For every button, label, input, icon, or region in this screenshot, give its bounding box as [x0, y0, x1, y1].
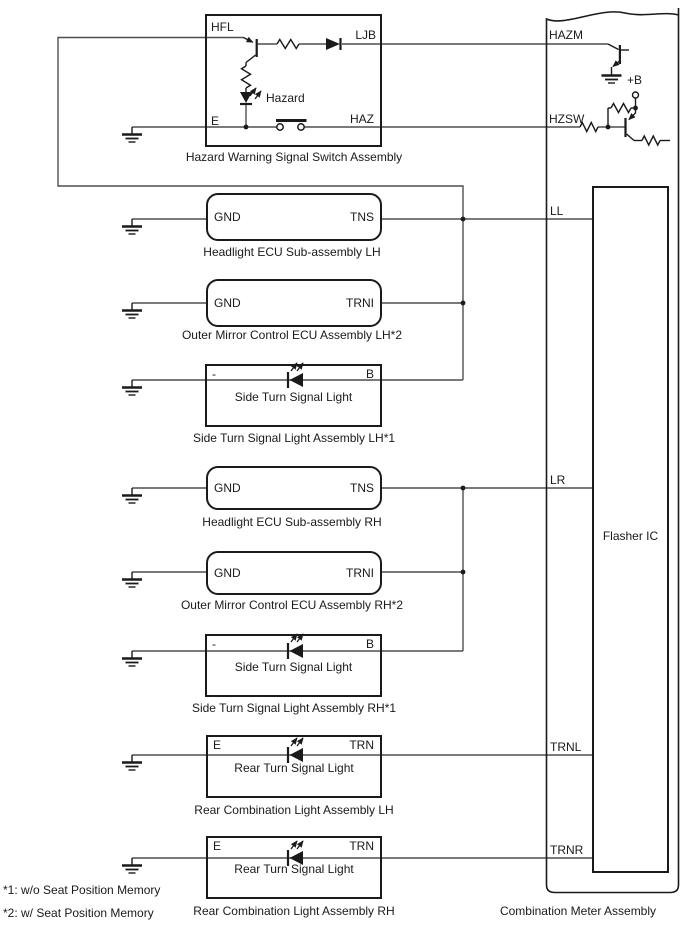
side-turn-rh-caption: Side Turn Signal Light Assembly RH*1 [191, 701, 397, 715]
mirror-ecu-lh-caption: Outer Mirror Control ECU Assembly LH*2 [181, 328, 403, 342]
pin-gnd: GND [214, 566, 241, 580]
pin-trn: TRN [349, 839, 374, 853]
hazm-transistor-icon [607, 43, 629, 68]
headlight-ecu-rh-caption: Headlight ECU Sub-assembly RH [202, 515, 382, 529]
side-turn-rh-box: - B Side Turn Signal Light [205, 634, 382, 697]
flasher-ic-box: Flasher IC [592, 186, 669, 873]
side-turn-lh-box: - B Side Turn Signal Light [205, 364, 382, 427]
rear-light-rh-box: E TRN Rear Turn Signal Light [206, 836, 382, 899]
ground-icon [120, 486, 144, 505]
headlight-ecu-rh-box: GND TNS [206, 466, 382, 510]
ground-icon [600, 66, 623, 85]
pin-hzsw: HZSW [549, 112, 585, 126]
pin-minus: - [212, 637, 216, 651]
pin-e: E [213, 839, 222, 853]
diode-icon [326, 38, 342, 50]
pin-trni: TRNI [346, 566, 374, 580]
ground-icon [120, 570, 144, 589]
combination-meter-outline [545, 11, 680, 894]
pin-trnl: TRNL [550, 740, 582, 754]
hazard-switch-box: HFL LJB E HAZ [205, 14, 382, 147]
side-turn-inner-label: Side Turn Signal Light [234, 390, 353, 404]
hazard-switch-icon [276, 119, 307, 131]
pin-minus: - [212, 367, 216, 381]
hazard-transistor-icon [243, 36, 258, 66]
resistor-icon [610, 102, 632, 114]
pin-ljb: LJB [355, 28, 376, 42]
resistor-icon [579, 120, 599, 134]
side-turn-inner-label: Side Turn Signal Light [234, 660, 353, 674]
rear-light-lh-box: E TRN Rear Turn Signal Light [206, 735, 382, 798]
pin-tns: TNS [350, 210, 374, 224]
resistor-icon [240, 65, 252, 89]
hazard-led-label: Hazard [266, 91, 305, 105]
ground-icon [120, 217, 144, 236]
mirror-ecu-lh-box: GND TRNI [206, 279, 382, 327]
pin-lr: LR [550, 473, 566, 487]
rear-light-rh-caption: Rear Combination Light Assembly RH [193, 904, 395, 918]
pin-hfl: HFL [211, 20, 234, 34]
pin-trni: TRNI [346, 296, 374, 310]
hzsw-transistor-icon [607, 91, 670, 142]
rear-turn-inner-label: Rear Turn Signal Light [234, 761, 354, 775]
resistor-icon [276, 38, 300, 50]
ground-icon [120, 378, 144, 397]
hazard-switch-caption: Hazard Warning Signal Switch Assembly [185, 150, 403, 164]
pin-tns: TNS [350, 481, 374, 495]
ground-icon [120, 649, 144, 668]
ground-icon [120, 856, 144, 875]
combination-meter-caption: Combination Meter Assembly [499, 904, 657, 918]
flasher-ic-label: Flasher IC [602, 529, 659, 543]
mirror-ecu-rh-caption: Outer Mirror Control ECU Assembly RH*2 [180, 598, 404, 612]
rear-turn-inner-label: Rear Turn Signal Light [234, 862, 354, 876]
hazard-led-icon [240, 87, 262, 127]
pin-e: E [211, 114, 220, 128]
junction-dots [243, 105, 638, 575]
side-turn-lh-caption: Side Turn Signal Light Assembly LH*1 [192, 431, 396, 445]
ground-icon [120, 125, 144, 144]
headlight-ecu-lh-box: GND TNS [206, 193, 382, 241]
pin-e: E [213, 738, 222, 752]
footnote-2: *2: w/ Seat Position Memory [3, 906, 154, 920]
resistor-icon [641, 134, 661, 147]
pin-gnd: GND [214, 210, 241, 224]
pin-b: B [365, 637, 374, 651]
pin-trn: TRN [349, 738, 374, 752]
pin-gnd: GND [214, 481, 241, 495]
pin-gnd: GND [214, 296, 241, 310]
headlight-ecu-lh-caption: Headlight ECU Sub-assembly LH [203, 245, 381, 259]
pin-b: B [365, 367, 374, 381]
mirror-ecu-rh-box: GND TRNI [206, 551, 382, 595]
ground-icon [120, 753, 144, 772]
ground-icon [120, 301, 144, 320]
rear-light-lh-caption: Rear Combination Light Assembly LH [194, 803, 394, 817]
pin-ll: LL [550, 204, 564, 218]
footnote-1: *1: w/o Seat Position Memory [3, 883, 161, 897]
power-b-label: +B [627, 73, 643, 87]
pin-haz: HAZ [350, 112, 374, 126]
pin-hazm: HAZM [549, 28, 583, 42]
pin-trnr: TRNR [550, 843, 584, 857]
